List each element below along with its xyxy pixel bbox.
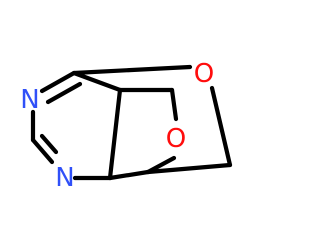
bond-c-upper-to-o-lower [169, 87, 179, 122]
atom-n-upper: N [20, 85, 39, 115]
bond-c-left-to-n-lower-inner [39, 133, 59, 155]
bond-c-top-to-o-upper [71, 64, 193, 76]
bond-c-bottom-to-c-bridge [107, 169, 151, 181]
atom-o-upper: O [194, 59, 214, 89]
bond-o-upper-to-c-bridge-right [209, 85, 233, 168]
bicyclic-structure-diagram: N N O O [20, 59, 233, 193]
bond-n-upper-to-c-top [39, 70, 77, 94]
bond-c-right-top-to-c-bottom [107, 87, 123, 181]
atom-n-lower: N [55, 163, 74, 193]
atom-o-lower: O [166, 124, 186, 154]
bond-c-bridge-right-to-c-bridge [145, 162, 233, 175]
structure-canvas: N N O O [20, 59, 233, 193]
bond-c-top-to-c-right-top [71, 70, 123, 93]
bond-c-left-to-n-lower-outer [30, 137, 55, 165]
bond-n-upper-to-c-top-inner [45, 81, 83, 105]
